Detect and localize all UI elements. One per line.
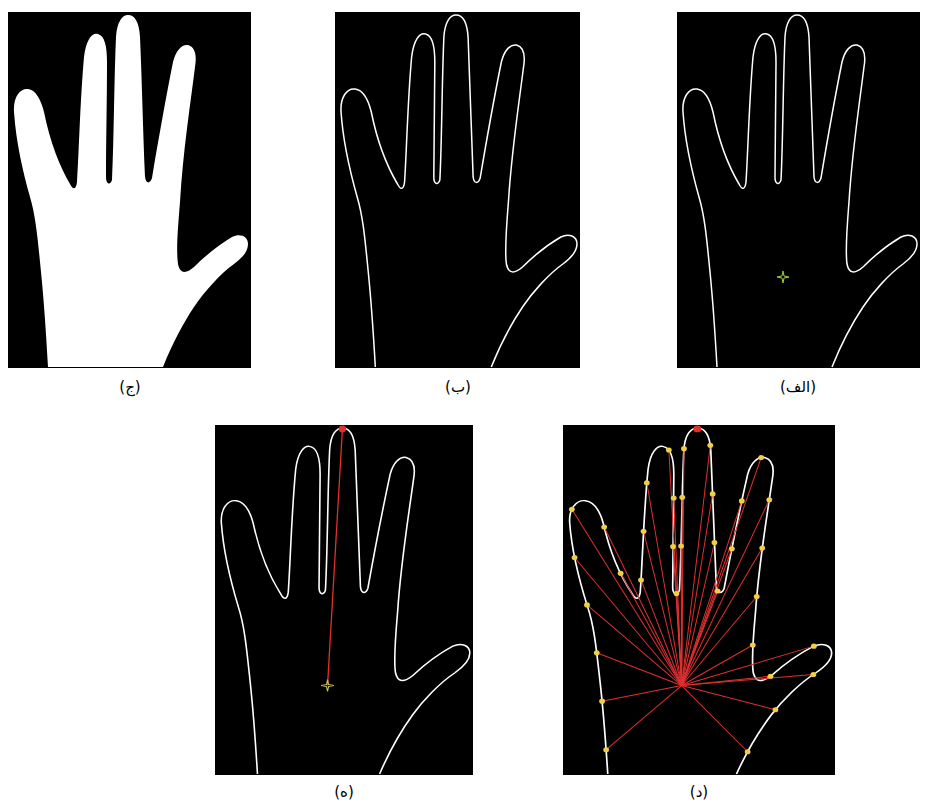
contour-point: [750, 642, 756, 647]
ray-line: [669, 450, 682, 686]
centroid-panel: [677, 12, 920, 368]
contour-point: [603, 747, 609, 752]
hand-contour-centroid: [677, 12, 920, 368]
ray-line: [682, 646, 814, 685]
ray-line: [682, 494, 713, 686]
ray-line: [682, 445, 711, 685]
contour-point: [759, 545, 765, 550]
ray-line: [682, 686, 748, 752]
filled-hand: [8, 12, 251, 368]
contour-point: [712, 540, 718, 545]
contour-point: [754, 594, 760, 599]
ray-line: [674, 498, 682, 686]
contour-point: [758, 455, 764, 460]
contour-point: [670, 544, 676, 549]
contour-point: [644, 480, 650, 485]
ray-line: [682, 500, 770, 686]
ray-line: [587, 605, 682, 686]
contour-point: [715, 588, 721, 593]
ray-line: [682, 596, 757, 685]
ray-line: [673, 547, 682, 686]
hand-rays: [563, 425, 835, 775]
contour-point: [710, 491, 716, 496]
ray-line: [682, 543, 715, 686]
contour-point: [594, 650, 600, 655]
contour-panel: [335, 12, 580, 368]
ray-line: [682, 674, 814, 685]
panel-label: (د): [690, 783, 708, 801]
contour-point: [641, 529, 647, 534]
ray-line: [572, 509, 682, 685]
ray-line: [682, 501, 742, 686]
ray-line: [641, 580, 682, 686]
contour-point: [666, 447, 672, 452]
contour-point: [638, 577, 644, 582]
contour-point: [768, 674, 774, 679]
panel-label: (ب): [445, 378, 471, 396]
contour-point: [601, 524, 607, 529]
hand-contour: [335, 12, 580, 368]
single-ray-panel: [215, 425, 473, 775]
contour-point: [707, 443, 713, 448]
contour-point: [679, 495, 685, 500]
ray-line: [682, 449, 684, 686]
panel-label: (ج): [119, 378, 140, 396]
filled-hand-panel: [8, 12, 251, 368]
ray-line: [606, 686, 682, 750]
contour-point: [810, 672, 816, 677]
contour-point: [739, 498, 745, 503]
contour-point: [811, 644, 817, 649]
contour-point: [729, 546, 735, 551]
contour-point: [674, 591, 680, 596]
panel-label: (الف): [780, 378, 816, 396]
contour-point: [599, 699, 605, 704]
contour-point: [773, 707, 779, 712]
multi-ray-panel: [563, 425, 835, 775]
ray-line: [602, 686, 682, 702]
hand-single-ray: [215, 425, 473, 775]
ray-line: [597, 653, 682, 686]
contour-point: [681, 446, 687, 451]
ray-line: [682, 686, 776, 710]
ray-line: [682, 458, 762, 686]
contour-point: [618, 571, 624, 576]
contour-point: [584, 602, 590, 607]
contour-point: [678, 543, 684, 548]
contour-point: [766, 497, 772, 502]
contour-point: [671, 495, 677, 500]
contour-point: [745, 749, 751, 754]
contour-point: [569, 507, 575, 512]
contour-point: [572, 555, 578, 560]
panel-label: (ه): [334, 783, 354, 801]
ray-line: [604, 527, 681, 686]
